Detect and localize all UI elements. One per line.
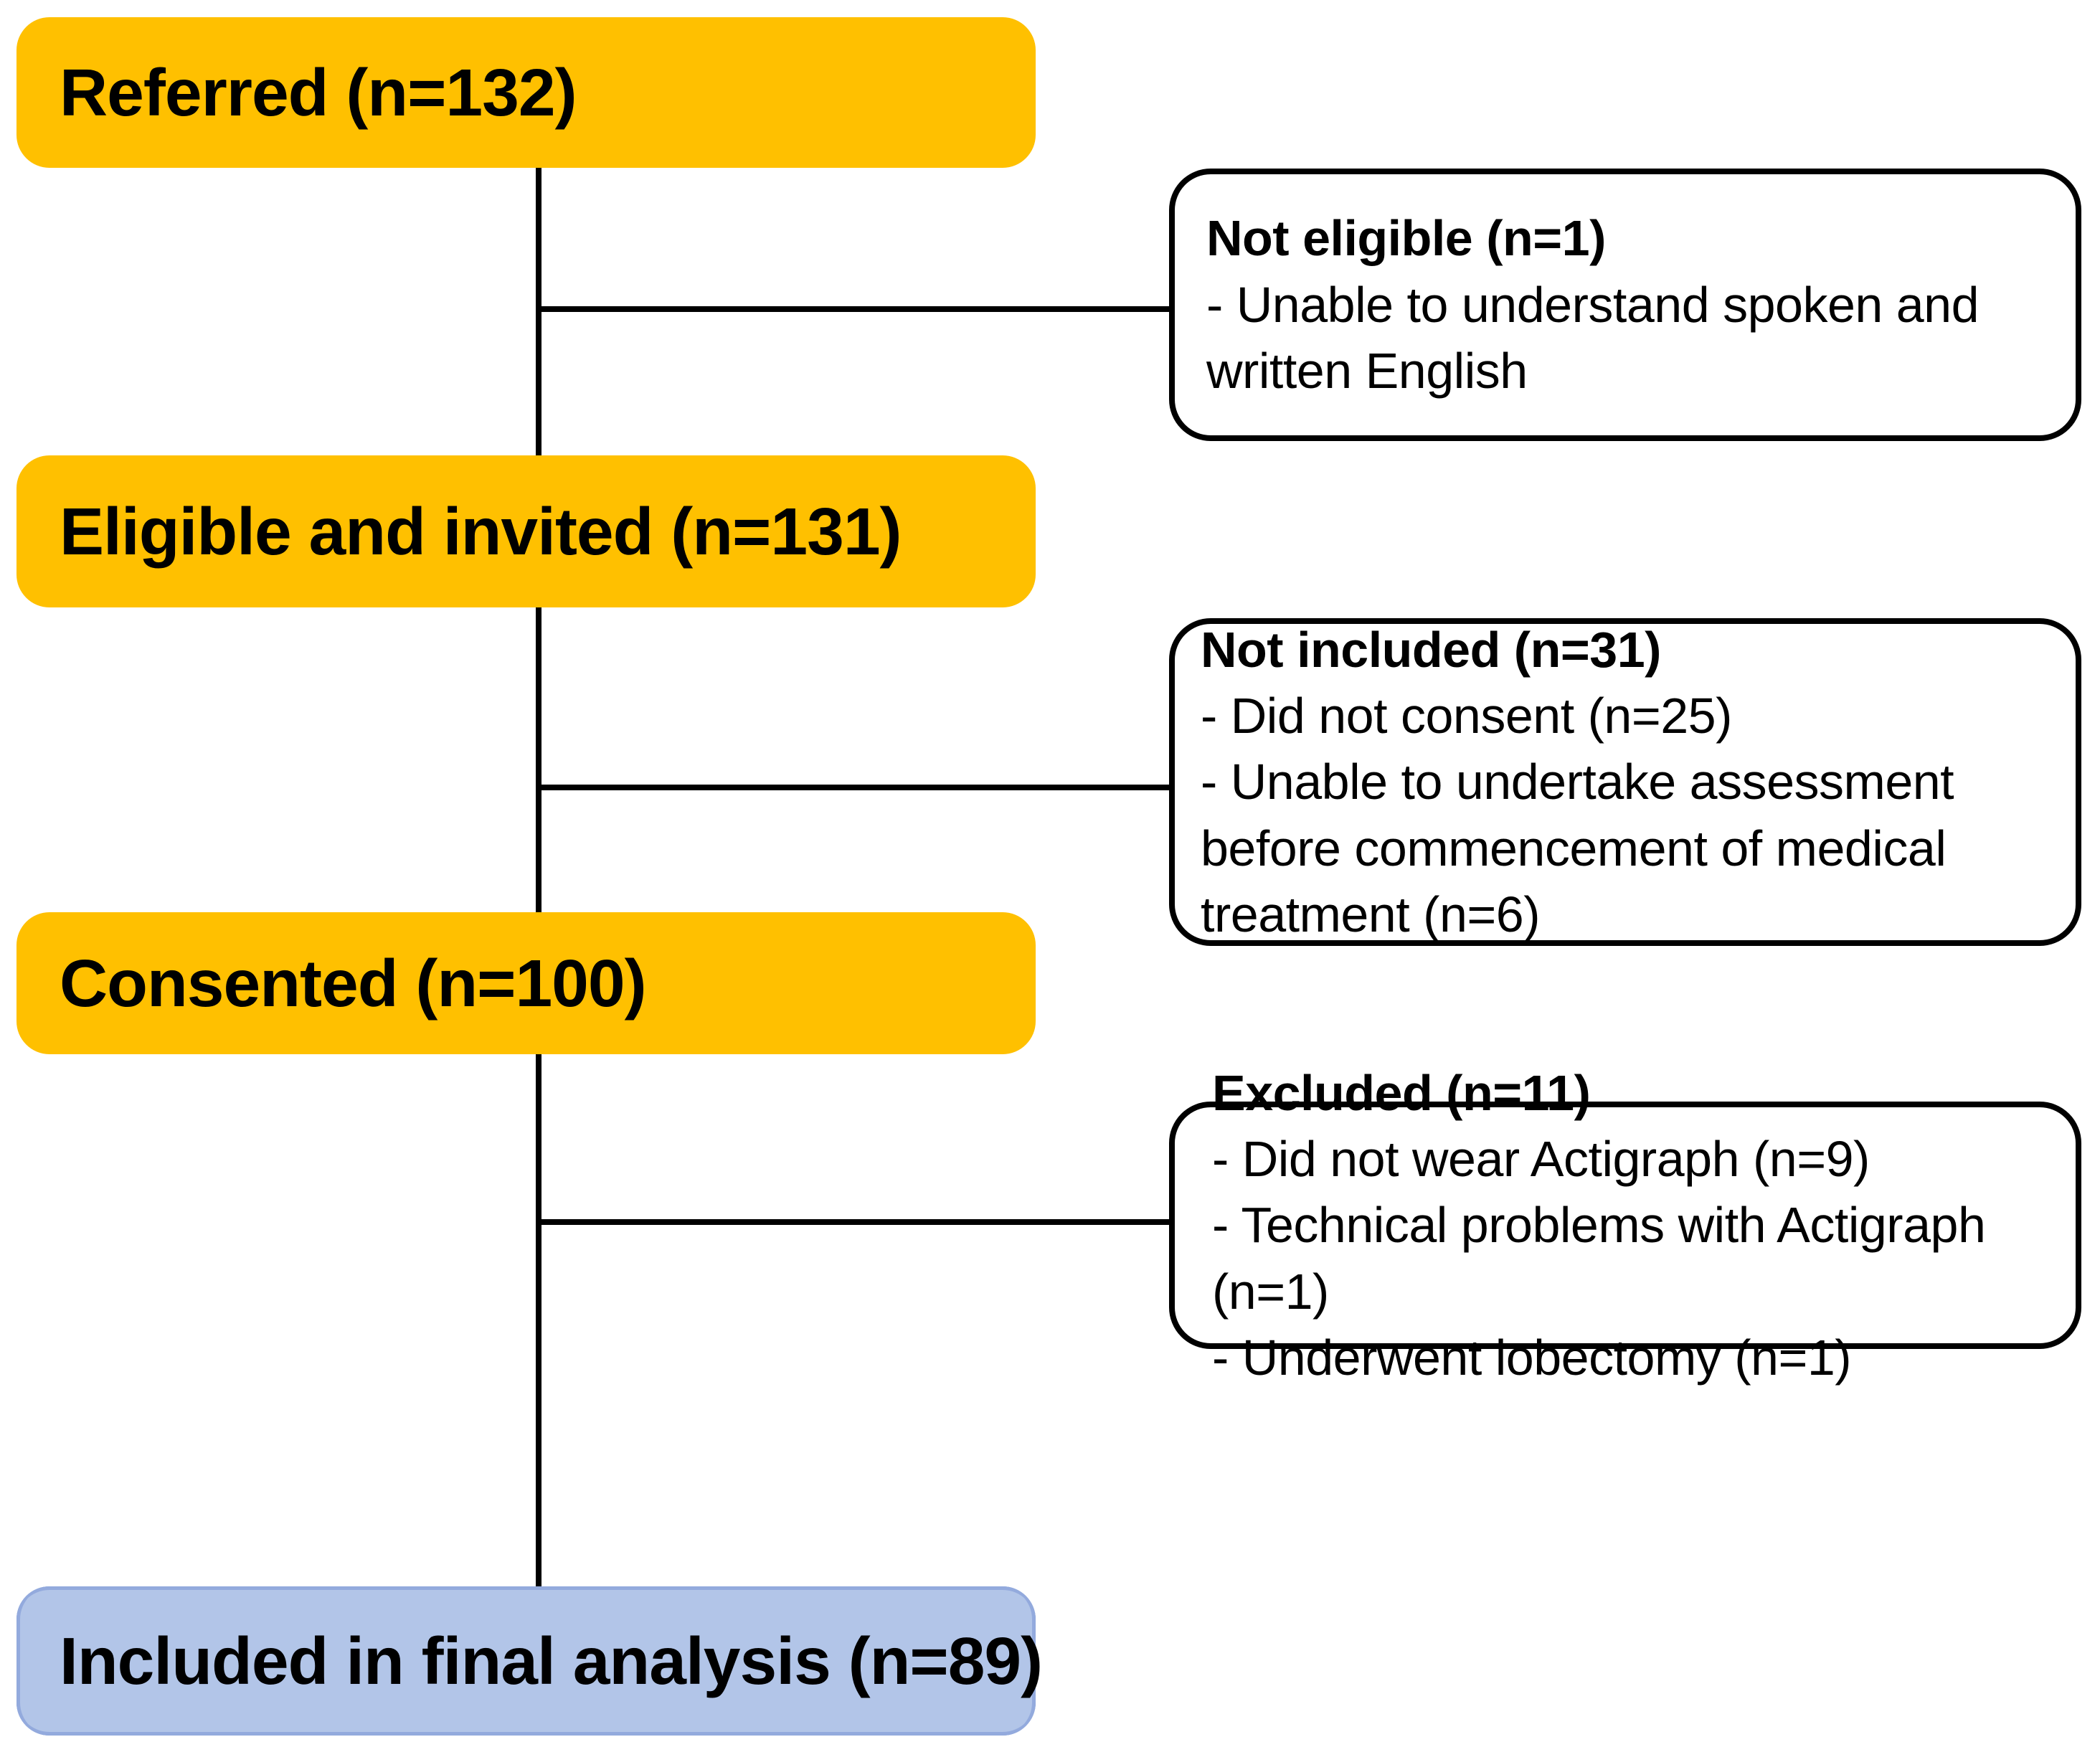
exclusion-item-excluded-2: - Underwent lobectomy (n=1): [1212, 1330, 1852, 1386]
exclusion-title-not-included: Not included (n=31): [1201, 621, 1661, 678]
connector-line-to-not-eligible: [536, 306, 1174, 312]
exclusion-item-not-included-0: - Did not consent (n=25): [1201, 687, 1732, 744]
exclusion-item-excluded-1: - Technical problems with Actigraph (n=1…: [1212, 1197, 1986, 1320]
stage-box-referred: Referred (n=132): [16, 17, 1036, 168]
stage-box-included-in-final-analysis: Included in final analysis (n=89): [16, 1586, 1043, 1736]
exclusion-title-excluded: Excluded (n=11): [1212, 1064, 1591, 1121]
exclusion-box-excluded: Excluded (n=11) - Did not wear Actigraph…: [1169, 1065, 2081, 1386]
stage-label-consented: Consented (n=100): [60, 945, 647, 1021]
exclusion-title-not-eligible: Not eligible (n=1): [1206, 210, 1606, 267]
connector-line-eligible-to-consented: [536, 606, 541, 914]
connector-line-to-not-included: [536, 785, 1174, 790]
exclusion-box-not-included: Not included (n=31) - Did not consent (n…: [1169, 618, 2081, 946]
connector-line-consented-to-analysed: [536, 1053, 541, 1589]
exclusion-item-not-eligible-0: - Unable to understand spoken and writte…: [1206, 276, 1980, 399]
stage-box-consented: Consented (n=100): [16, 912, 1036, 1054]
connector-line-to-excluded: [536, 1219, 1174, 1225]
exclusion-item-not-included-1: - Unable to undertake assessment before …: [1201, 754, 1954, 943]
stage-label-eligible-and-invited: Eligible and invited (n=131): [60, 493, 902, 569]
exclusion-box-not-eligible: Not eligible (n=1) - Unable to understan…: [1169, 169, 2081, 441]
stage-label-included-in-final-analysis: Included in final analysis (n=89): [60, 1623, 1043, 1698]
stage-label-referred: Referred (n=132): [60, 55, 577, 130]
stage-box-eligible-and-invited: Eligible and invited (n=131): [16, 455, 1036, 607]
exclusion-item-excluded-0: - Did not wear Actigraph (n=9): [1212, 1130, 1870, 1187]
